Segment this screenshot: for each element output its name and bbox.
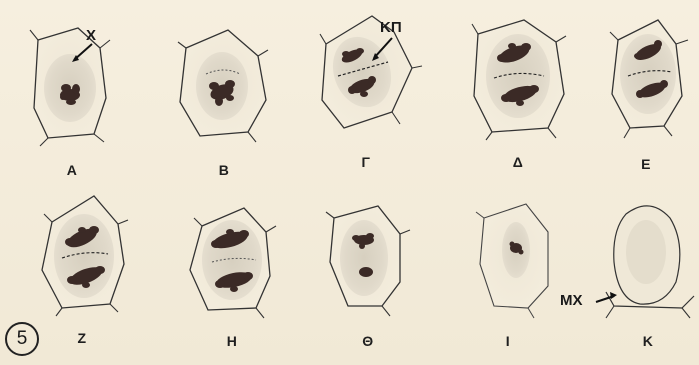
cytoplasm xyxy=(626,220,666,284)
panel-i-cell xyxy=(476,204,548,318)
cytoplasm xyxy=(340,220,388,296)
panel-label-th: Θ xyxy=(362,334,373,348)
chromosomes-lower xyxy=(359,267,373,277)
panel-label-g: Γ xyxy=(362,155,371,169)
figure-number-badge: 5 xyxy=(5,322,39,356)
panel-label-h: Η xyxy=(227,334,238,348)
panel-e-cell xyxy=(610,20,688,138)
panel-label-e: Ε xyxy=(641,157,651,171)
panel-label-a: Α xyxy=(67,163,78,177)
figure-number: 5 xyxy=(7,324,37,354)
panel-label-i: Ι xyxy=(506,334,510,348)
panel-z-cell xyxy=(42,196,128,316)
panel-b-cell xyxy=(178,30,268,142)
panel-label-b: Β xyxy=(219,163,230,177)
panel-label-k: Κ xyxy=(643,334,654,348)
chromosome-label: X xyxy=(86,28,96,43)
panel-label-d: Δ xyxy=(513,155,524,169)
panel-g-cell xyxy=(320,16,422,128)
panel-d-cell xyxy=(472,20,566,140)
cell-wall-label: ΜΧ xyxy=(560,293,583,308)
panel-th-cell xyxy=(326,206,410,316)
panel-a-cell xyxy=(30,28,110,146)
equatorial-plate-label: ΚΠ xyxy=(380,20,402,35)
panel-h-cell xyxy=(190,208,276,318)
panel-k-cell xyxy=(596,206,694,318)
panel-label-z: Ζ xyxy=(77,331,86,345)
